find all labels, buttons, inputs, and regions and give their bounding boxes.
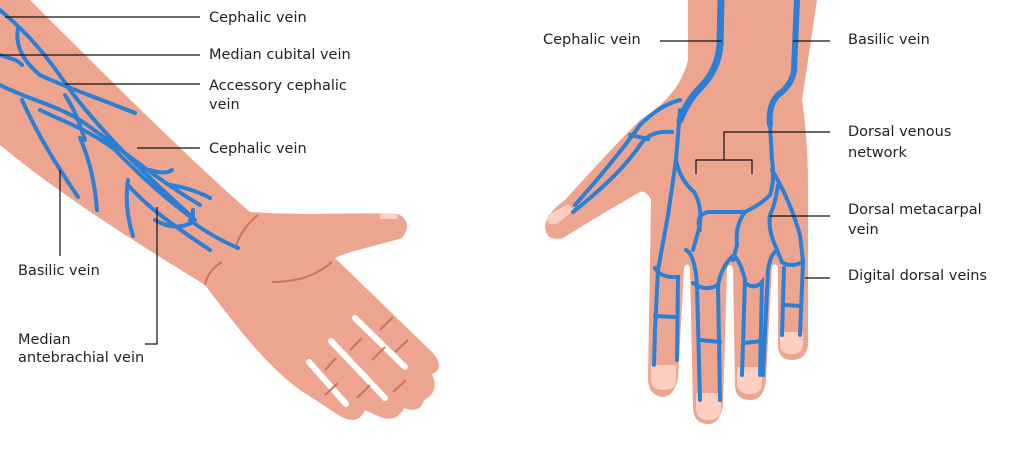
- skin-creases: [204, 214, 409, 399]
- little-nail: [780, 332, 803, 354]
- label-cephalic-vein-mid: Cephalic vein: [209, 141, 307, 157]
- thumb-nail: [547, 204, 574, 225]
- leader-lines: [0, 16, 830, 345]
- hand-skin: [545, 0, 817, 424]
- forearm-palm-view: [0, 0, 439, 420]
- label-basilic-vein-left: Basilic vein: [18, 263, 100, 279]
- label-accessory-cephalic-vein-line2: vein: [209, 97, 240, 113]
- index-nail: [651, 365, 676, 390]
- hand-veins: [571, 0, 806, 402]
- label-basilic-vein-right: Basilic vein: [848, 32, 930, 48]
- label-cephalic-vein-top: Cephalic vein: [209, 10, 307, 26]
- label-dorsal-venous-network-line1: Dorsal venous: [848, 124, 952, 140]
- thumb-nail: [380, 214, 398, 219]
- label-median-cubital-vein: Median cubital vein: [209, 47, 351, 63]
- label-dorsal-metacarpal-vein-line2: vein: [848, 222, 879, 238]
- forearm-veins: [0, 8, 240, 252]
- label-accessory-cephalic-vein-line1: Accessory cephalic: [209, 78, 347, 94]
- hand-dorsal-view: [545, 0, 817, 424]
- label-dorsal-metacarpal-vein-line1: Dorsal metacarpal: [848, 202, 982, 218]
- finger-gaps: [306, 315, 408, 407]
- label-median-antebrachial-line2: antebrachial vein: [18, 350, 145, 366]
- label-cephalic-vein-right: Cephalic vein: [543, 32, 641, 48]
- middle-nail: [696, 393, 721, 420]
- label-digital-dorsal-veins: Digital dorsal veins: [848, 268, 988, 284]
- label-median-antebrachial-line1: Median: [18, 332, 71, 348]
- label-dorsal-venous-network-line2: network: [848, 145, 907, 161]
